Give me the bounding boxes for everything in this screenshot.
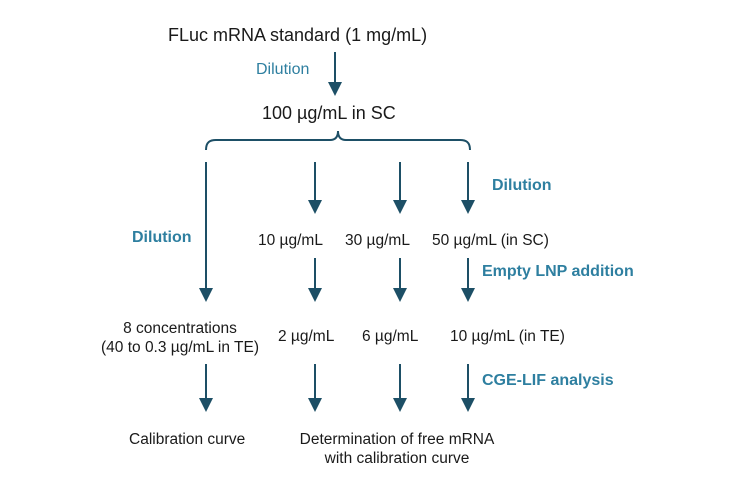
arrow-2-to-determination — [308, 364, 322, 412]
result-6-label: 6 µg/mL — [362, 328, 419, 345]
arrow-6-to-determination — [393, 364, 407, 412]
arrow-50-to-10 — [461, 258, 475, 302]
dilution-50-label: 50 µg/mL (in SC) — [432, 232, 549, 249]
source-standard-label: FLuc mRNA standard (1 mg/mL) — [168, 25, 428, 45]
stock-solution-label: 100 µg/mL in SC — [262, 103, 396, 123]
dilution-label-top: Dilution — [256, 61, 310, 78]
arrow-10-to-2 — [308, 258, 322, 302]
arrow-bracket-to-10 — [308, 162, 322, 214]
eight-concentrations-label: 8 concentrations (40 to 0.3 µg/mL in TE) — [101, 320, 259, 356]
result-2-label: 2 µg/mL — [278, 328, 335, 345]
determination-label: Determination of free mRNA with calibrat… — [299, 431, 495, 467]
arrow-bracket-to-50 — [461, 162, 475, 214]
dilution-label-right: Dilution — [492, 177, 552, 194]
distribution-bracket — [205, 130, 471, 151]
dilution-30-label: 30 µg/mL — [345, 232, 410, 249]
arrow-eight-to-calibration — [199, 364, 213, 412]
empty-lnp-addition-label: Empty LNP addition — [482, 263, 634, 280]
arrow-bracket-to-30 — [393, 162, 407, 214]
arrow-source-to-stock — [328, 52, 342, 96]
calibration-curve-label: Calibration curve — [129, 431, 246, 448]
cge-lif-analysis-label: CGE-LIF analysis — [482, 372, 614, 389]
arrow-10-to-determination — [461, 364, 475, 412]
dilution-label-left: Dilution — [132, 229, 192, 246]
arrow-bracket-to-eight — [199, 162, 213, 302]
dilution-10-label: 10 µg/mL — [258, 232, 323, 249]
arrow-30-to-6 — [393, 258, 407, 302]
result-10-label: 10 µg/mL (in TE) — [450, 328, 565, 345]
